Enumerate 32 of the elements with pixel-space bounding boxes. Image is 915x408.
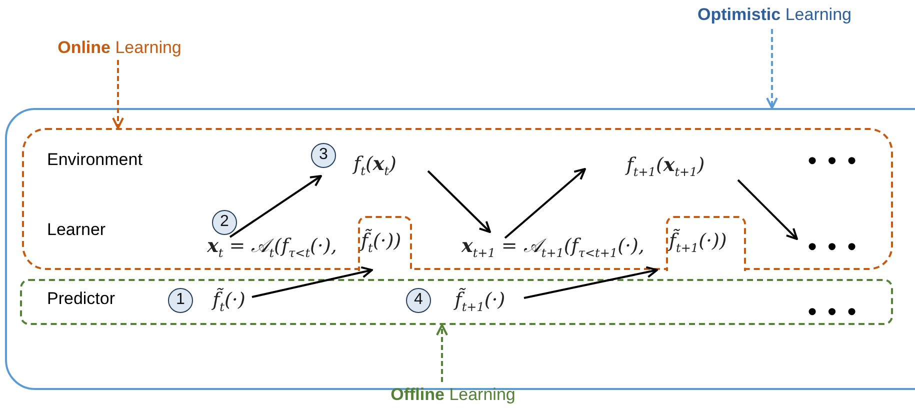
heading-label: Online Learning — [42, 36, 197, 60]
step-number: 1 — [168, 288, 193, 313]
math-expression: f̃$_{t}$(·)) — [361, 230, 402, 255]
arrow — [504, 168, 586, 239]
math-expression: f̃$_{t+1}$(·)) — [669, 230, 727, 255]
step-number: 2 — [212, 210, 237, 235]
arrow — [766, 29, 778, 109]
math-expression: f̃$_{t+1}$(·) — [436, 284, 524, 316]
arrow — [229, 175, 322, 238]
math-expression: x$_{t+1}$ = 𝒜$_{t+1}$(f$_{τ<t+1}$(·), — [440, 229, 666, 263]
arrow — [524, 266, 658, 299]
arrow — [252, 266, 373, 298]
step-number: 4 — [406, 288, 431, 313]
step-number: 3 — [311, 143, 336, 168]
dashed-bump — [358, 216, 412, 271]
dashed-bump — [666, 216, 746, 271]
math-expression: f$_{t+1}$(x$_{t+1}$) — [603, 148, 728, 182]
arrow — [436, 324, 448, 382]
ellipsis: • • • — [800, 232, 864, 262]
row-label: Environment — [47, 150, 142, 170]
math-expression: f$_{t}$(x$_{t}$) — [340, 148, 410, 180]
arrow — [112, 60, 124, 129]
ellipsis: • • • — [804, 299, 860, 326]
heading-label: Offline Learning — [378, 383, 528, 407]
arrow — [737, 179, 798, 240]
arrow — [427, 170, 491, 233]
dashed-region — [22, 128, 893, 270]
heading-label: Optimistic Learning — [682, 3, 867, 27]
ellipsis: • • • — [804, 148, 860, 175]
math-expression: f̃$_{t}$(·) — [206, 284, 252, 316]
row-label: Learner — [47, 220, 106, 240]
row-label: Predictor — [47, 289, 116, 309]
